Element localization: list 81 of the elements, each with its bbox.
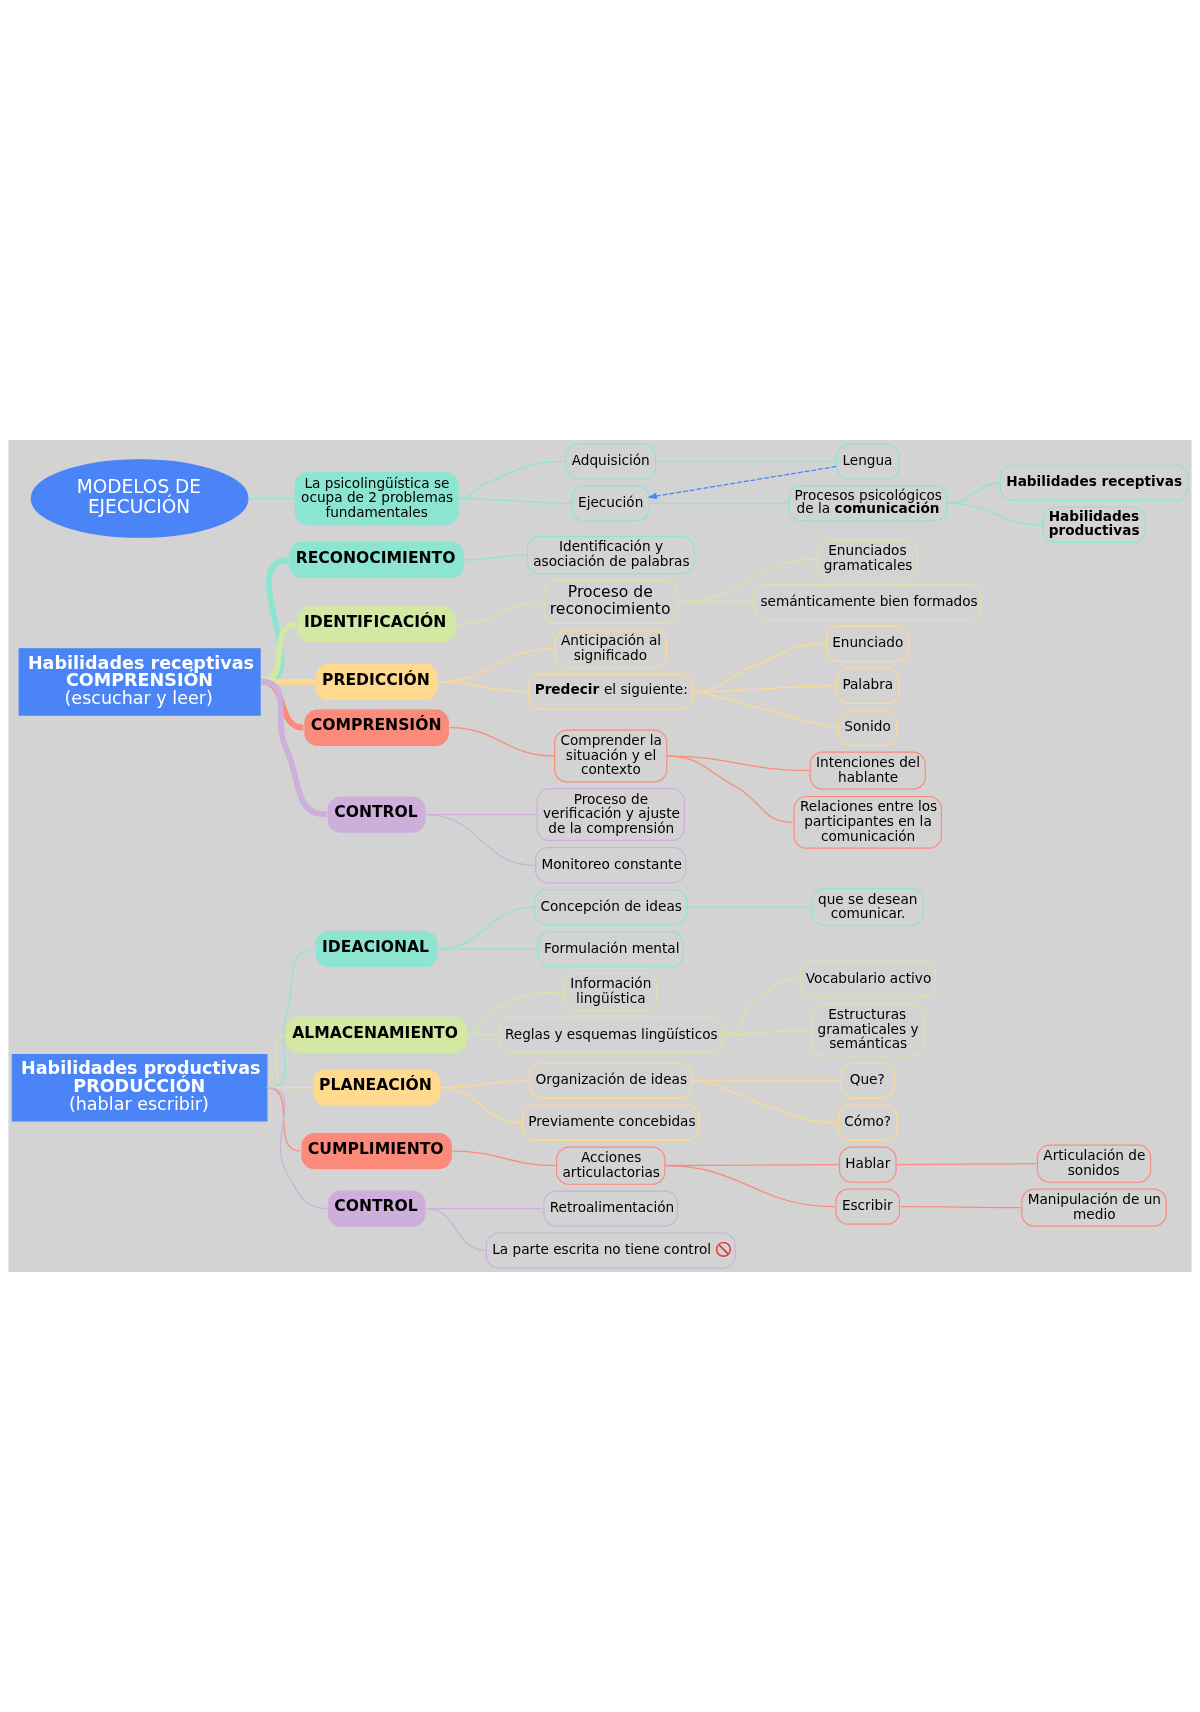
connector bbox=[261, 679, 328, 818]
node-box: Cómo? bbox=[837, 1104, 898, 1141]
node-box: PLANEACIÓN bbox=[312, 1069, 441, 1106]
node-box: Relaciones entre los participantes en la comunicación bbox=[793, 795, 942, 849]
node-box: Procesos psicológicos de la comunicación bbox=[788, 485, 948, 522]
node-box: COMPRENSIÓN bbox=[304, 709, 449, 746]
node-box: La psicolingüística se ocupa de 2 problemas fundamentales bbox=[294, 472, 459, 525]
node-box: CONTROL bbox=[327, 1190, 426, 1227]
node-box: La parte escrita no tiene control 🚫 bbox=[485, 1232, 736, 1269]
node-box: semánticamente bien formados bbox=[754, 583, 982, 621]
node-box: Manipulación de un medio bbox=[1021, 1188, 1167, 1227]
connector bbox=[437, 681, 529, 693]
node-box: Que? bbox=[840, 1062, 895, 1099]
node-box: Anticipación al significado bbox=[554, 629, 667, 668]
connector bbox=[687, 906, 812, 908]
node-box: Palabra bbox=[835, 667, 900, 704]
connector bbox=[693, 691, 839, 729]
node-box: que se desean comunicar. bbox=[811, 888, 924, 927]
connector bbox=[896, 1163, 1038, 1166]
node-ellipse: MODELOS DE EJECUCIÓN bbox=[30, 459, 249, 538]
connector bbox=[692, 1080, 839, 1124]
connector bbox=[266, 1087, 302, 1152]
node-box: Formulación mental bbox=[537, 931, 684, 968]
connector bbox=[666, 755, 794, 823]
node-box: Enunciado bbox=[825, 625, 910, 662]
node-box: Estructuras gramaticales y semánticas bbox=[811, 1003, 925, 1057]
connector bbox=[947, 502, 1042, 526]
node-box: Habilidades productivas PRODUCCIÓN (hablar escribir) bbox=[11, 1053, 268, 1122]
connector bbox=[678, 601, 756, 603]
node-box: Articulación de sonidos bbox=[1036, 1144, 1152, 1183]
connector bbox=[466, 991, 564, 1036]
node-box: Información lingüística bbox=[563, 972, 658, 1012]
connector bbox=[248, 497, 296, 500]
node-box: Ejecución bbox=[571, 485, 650, 522]
connector bbox=[655, 460, 837, 463]
node-box: CUMPLIMIENTO bbox=[301, 1132, 452, 1170]
node-box: Hablar bbox=[838, 1146, 897, 1183]
node-box: Intenciones del hablante bbox=[809, 751, 926, 790]
connector bbox=[437, 948, 539, 950]
node-box: Predecir el siguiente: bbox=[528, 673, 694, 710]
connector bbox=[723, 1029, 812, 1036]
node-box: Monitoreo constante bbox=[535, 847, 687, 884]
node-box: Habilidades productivas bbox=[1042, 506, 1146, 543]
node-box: Identificación y asociación de palabras bbox=[526, 535, 695, 575]
node-box: Reglas y esquemas lingüísticos bbox=[498, 1016, 723, 1054]
connector bbox=[452, 1150, 557, 1167]
arrow bbox=[647, 465, 837, 500]
node-box: Acciones articulactorias bbox=[556, 1146, 666, 1185]
node-box: Habilidades receptivas bbox=[999, 464, 1189, 502]
node-box: Proceso de reconocimiento bbox=[543, 579, 679, 624]
connector bbox=[466, 1034, 499, 1036]
node-box: Concepción de ideas bbox=[534, 889, 688, 926]
connector bbox=[664, 1165, 836, 1208]
node-box: RECONOCIMIENTO bbox=[289, 541, 465, 579]
node-box: CONTROL bbox=[327, 796, 426, 833]
connector bbox=[449, 727, 555, 757]
node-box: Proceso de verificación y ajuste de la comprensión bbox=[536, 788, 685, 841]
node-box: Enunciados gramaticales bbox=[817, 539, 919, 579]
connector bbox=[649, 502, 789, 505]
node-box: IDENTIFICACIÓN bbox=[297, 606, 456, 643]
node-box: Vocabulario activo bbox=[799, 961, 937, 998]
node-box: Habilidades receptivas COMPRENSIÓN (escuchar y leer) bbox=[18, 648, 261, 716]
connector bbox=[425, 813, 536, 866]
connector bbox=[456, 601, 544, 625]
node-box: Adquisición bbox=[565, 443, 657, 480]
node-box: IDEACIONAL bbox=[315, 931, 438, 968]
connector bbox=[678, 558, 818, 603]
node-box: Previamente concebidas bbox=[521, 1104, 700, 1141]
connector bbox=[900, 1206, 1022, 1209]
node-box: Escribir bbox=[835, 1188, 901, 1225]
connector bbox=[440, 1087, 522, 1124]
node-box: Retroalimentación bbox=[543, 1190, 679, 1227]
node-box: Sonido bbox=[837, 709, 898, 746]
connector bbox=[463, 554, 527, 561]
node-box: PREDICCIÓN bbox=[315, 663, 438, 701]
connector bbox=[425, 1207, 487, 1252]
node-box: ALMACENAMIENTO bbox=[285, 1016, 468, 1054]
connector bbox=[457, 497, 573, 505]
node-box: Organización de ideas bbox=[529, 1062, 693, 1099]
node-box: Comprender la situación y el contexto bbox=[554, 729, 668, 783]
node-box: Lengua bbox=[835, 443, 900, 480]
